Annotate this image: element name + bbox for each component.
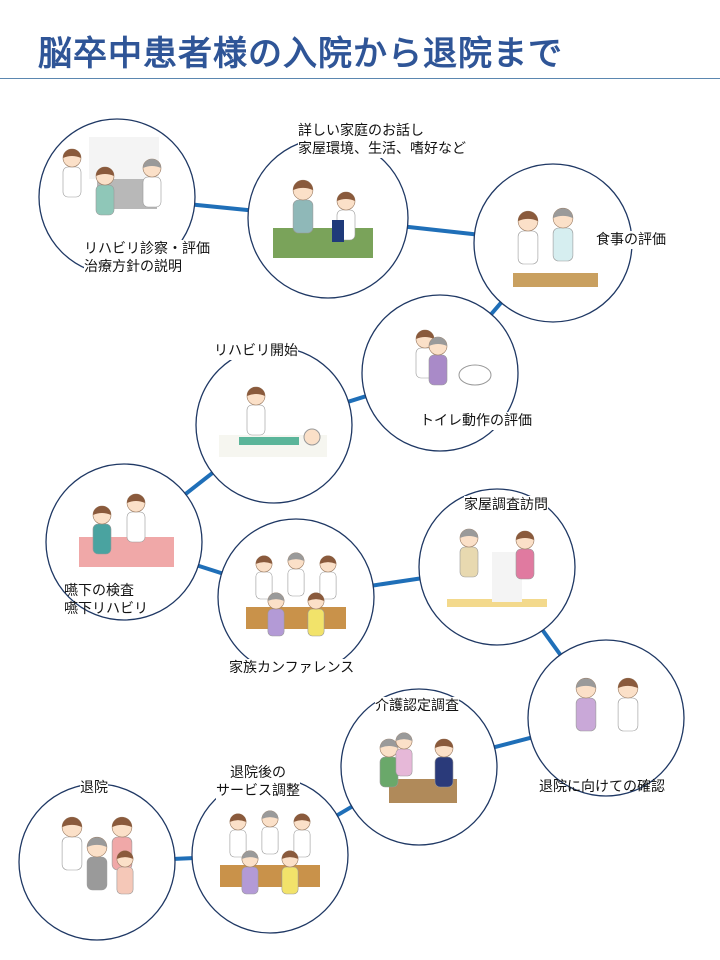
step-11-label-line-1: 退院後の [230,765,286,781]
step-10-label: 介護認定調査 [375,697,459,715]
step-2-label-line-2: 家屋環境、生活、嗜好など [298,141,466,157]
connector-8-9 [541,629,562,656]
step-1-label-line-1: リハビリ診察・評価 [84,241,210,257]
step-4-circle [361,294,519,452]
discharge-check-icon [575,677,639,732]
connector-6-7 [197,563,223,576]
step-12-label-line-1: 退院 [80,780,108,796]
step-8-circle [418,488,576,646]
connector-4-5 [347,394,367,404]
connector-9-10 [493,735,532,750]
step-11-label: 退院後の サービス調整 [216,764,300,800]
step-10-label-line-1: 介護認定調査 [375,698,459,714]
step-5-label-line-1: リハビリ開始 [214,343,298,359]
toilet-assist-icon [415,329,492,386]
connector-11-12 [174,856,193,861]
step-6-label-line-1: 嚥下の検査 [64,583,134,599]
step-5-label: リハビリ開始 [214,342,298,360]
step-6-label: 嚥下の検査 嚥下リハビリ [64,582,148,618]
step-7-label: 家族カンファレンス [229,659,355,677]
step-11-circle [191,776,349,934]
step-12-label: 退院 [80,779,108,797]
step-10-circle [340,688,498,846]
step-6-circle [45,463,203,621]
step-4-label: トイレ動作の評価 [420,412,532,430]
step-1-label-line-2: 治療方針の説明 [84,259,182,275]
step-5-circle [195,346,353,504]
step-6-label-line-2: 嚥下リハビリ [64,601,148,617]
rehab-mat-icon [219,386,327,457]
connector-10-11 [336,804,353,818]
conference-icon [246,552,346,637]
step-9-label-line-1: 退院に向けての確認 [539,779,665,795]
step-3-label-line-1: 食事の評価 [596,232,666,248]
meal-assist-icon [513,207,598,287]
home-visit-icon [447,528,547,607]
page-title: 脳卒中患者様の入院から退院まで [38,34,563,74]
connector-1-2 [194,202,249,213]
swallow-test-icon [79,493,174,567]
title-divider [0,78,720,79]
step-3-label: 食事の評価 [596,231,666,249]
step-4-label-line-1: トイレ動作の評価 [420,413,532,429]
step-9-label: 退院に向けての確認 [539,778,665,796]
consultation-icon [62,137,162,216]
step-2-label: 詳しい家庭のお話し 家屋環境、生活、嗜好など [298,122,466,158]
step-9-circle [527,639,685,797]
interview-icon [273,179,373,258]
connector-2-3 [407,224,475,237]
step-2-circle [247,137,409,299]
step-1-label: リハビリ診察・評価 治療方針の説明 [84,240,210,276]
step-2-label-line-1: 詳しい家庭のお話し [298,123,424,139]
connector-3-4 [489,301,503,316]
discharge-family-icon [61,816,134,895]
step-8-label-line-1: 家屋調査訪問 [464,497,548,513]
step-11-label-line-2: サービス調整 [216,783,300,799]
connector-5-6 [184,471,214,496]
service-meeting-icon [220,810,320,895]
step-7-label-line-1: 家族カンファレンス [229,660,355,676]
connector-7-8 [372,576,421,588]
step-8-label: 家屋調査訪問 [464,496,548,514]
step-7-circle [217,518,375,676]
care-assessment-icon [379,732,457,803]
